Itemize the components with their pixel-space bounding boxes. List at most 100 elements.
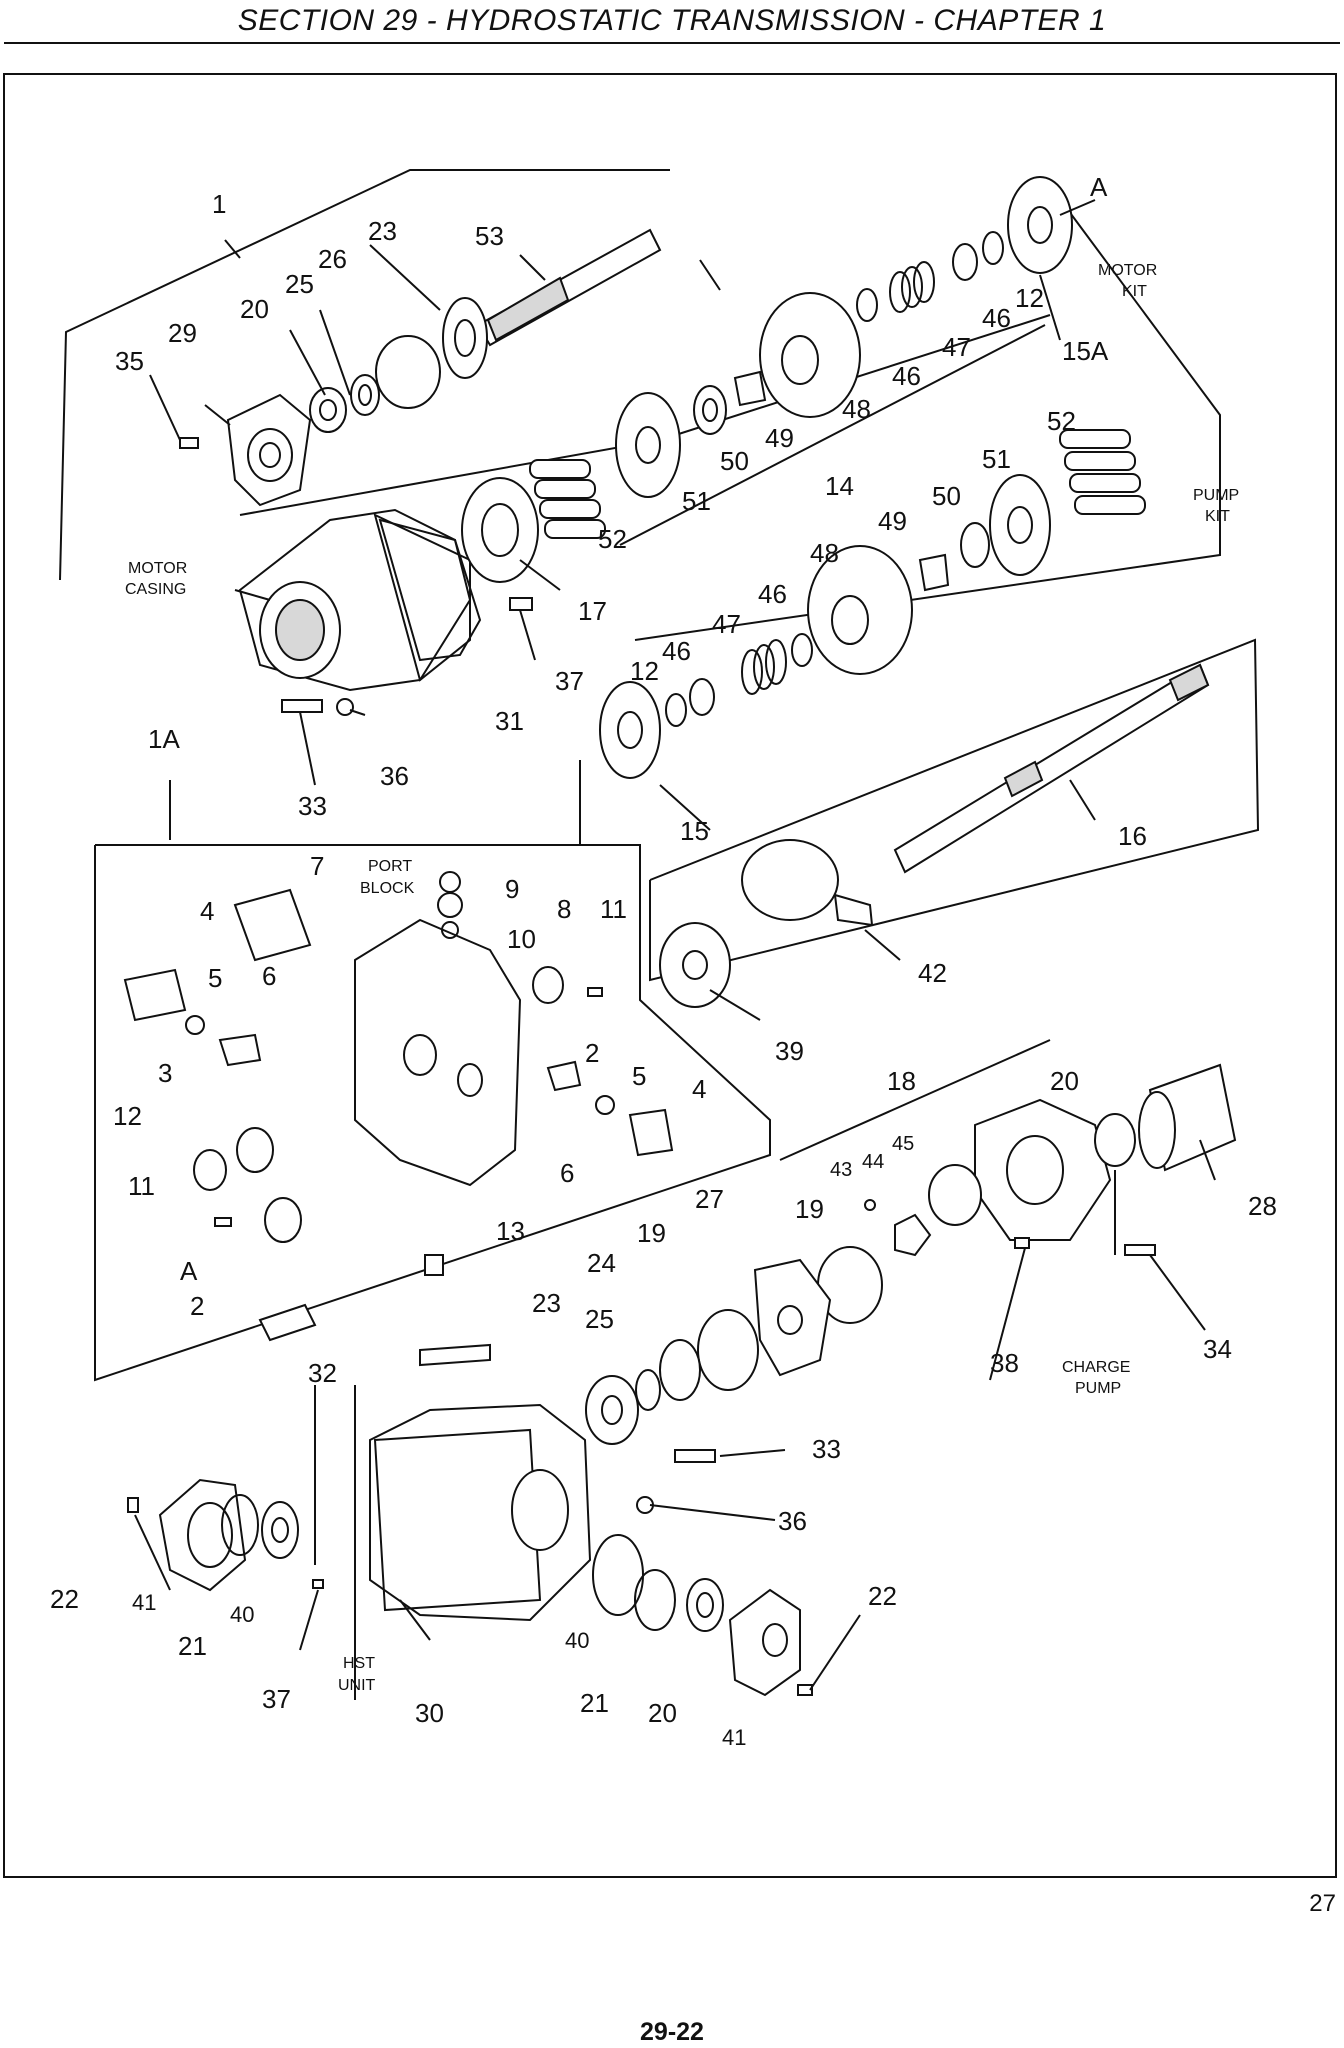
- washer-46: [791, 633, 813, 667]
- spring-6: [546, 1060, 582, 1092]
- callout: 53: [475, 221, 504, 251]
- callout: 37: [262, 1684, 291, 1714]
- trunnion-42: [741, 839, 874, 927]
- pin-49: [733, 370, 767, 407]
- motor-pistons-52: [529, 459, 606, 539]
- callout: 21: [178, 1631, 207, 1661]
- bearing-23: [585, 1375, 639, 1445]
- bearing-50: [693, 385, 727, 435]
- cylinder-block-48: [807, 545, 913, 675]
- seal-20: [1094, 1113, 1136, 1167]
- callout: 5: [632, 1061, 646, 1091]
- port-block-label: BLOCK: [360, 880, 415, 897]
- callout: A: [1090, 172, 1108, 202]
- figure-number: 27: [1309, 1890, 1336, 1917]
- cover-27: [753, 1258, 832, 1377]
- motor-kit-label: MOTOR: [1098, 262, 1157, 279]
- callout: 52: [598, 524, 627, 554]
- bracket-line: [59, 169, 670, 581]
- callout: 48: [810, 538, 839, 568]
- snap-ring-12: [193, 1149, 227, 1191]
- callout: 42: [918, 958, 947, 988]
- callout: 3: [158, 1058, 172, 1088]
- callout: 22: [50, 1584, 79, 1614]
- callout: 32: [308, 1358, 337, 1388]
- charge-pump-label: CHARGE: [1062, 1359, 1130, 1376]
- callout: 44: [862, 1151, 884, 1173]
- valve-plate-51: [615, 392, 681, 498]
- bolt-33: [281, 699, 323, 713]
- retainer-ring-26: [375, 335, 441, 409]
- exploded-view-diagram: 1 23 26 25 53 20 29 35 A 12 46 15A 47 46…: [50, 169, 1277, 1750]
- callout: 20: [240, 294, 269, 324]
- swash-plate-15a: [1007, 176, 1073, 274]
- spring-6: [218, 1033, 262, 1067]
- bolt-22: [127, 1497, 139, 1513]
- callout: 30: [415, 1698, 444, 1728]
- page-number: 29-22: [640, 2018, 704, 2046]
- seal-25: [635, 1369, 661, 1411]
- o-ring-21: [221, 1494, 259, 1556]
- callout: 1: [212, 189, 226, 219]
- fittings-32: [258, 1303, 317, 1342]
- callout: 6: [262, 961, 276, 991]
- callout: 19: [637, 1218, 666, 1248]
- swash-plate-17: [461, 477, 539, 583]
- callout: 40: [565, 1628, 589, 1653]
- washer-46: [856, 288, 878, 322]
- cylinder-block-48: [759, 292, 861, 418]
- callout: 10: [507, 924, 536, 954]
- seal-5: [185, 1015, 205, 1035]
- callout: 8: [557, 894, 571, 924]
- callout: 25: [585, 1304, 614, 1334]
- bushing-2: [532, 966, 564, 1004]
- callout: 31: [495, 706, 524, 736]
- callout: 52: [1047, 406, 1076, 436]
- callout: 18: [887, 1066, 916, 1096]
- seal-5: [595, 1095, 615, 1115]
- callout: 33: [812, 1434, 841, 1464]
- callout: 51: [982, 444, 1011, 474]
- charge-pump-housing: [974, 1098, 1112, 1241]
- pin-37: [312, 1579, 324, 1589]
- callout: 36: [380, 761, 409, 791]
- fitting-8: [437, 892, 463, 918]
- callout: 41: [722, 1725, 746, 1750]
- callout: A: [180, 1256, 198, 1286]
- callout: 2: [585, 1038, 599, 1068]
- cover-29: [226, 393, 312, 507]
- callout: 19: [795, 1194, 824, 1224]
- callout: 39: [775, 1036, 804, 1066]
- seal-25: [350, 374, 380, 416]
- gasket-31: [378, 518, 482, 662]
- callout: 26: [318, 244, 347, 274]
- washer-36: [336, 698, 354, 716]
- callout: 36: [778, 1506, 807, 1536]
- callout: 25: [285, 269, 314, 299]
- washer-39: [659, 922, 731, 1008]
- gerotor-45: [928, 1164, 982, 1226]
- callout: 22: [868, 1581, 897, 1611]
- page-header: SECTION 29 - HYDROSTATIC TRANSMISSION - …: [0, 0, 1344, 44]
- port-block-label: PORT: [368, 858, 412, 875]
- callout: 50: [932, 481, 961, 511]
- bracket-line: [634, 209, 1221, 641]
- pump-kit-label: PUMP: [1193, 487, 1239, 504]
- input-shaft-16: [893, 663, 1210, 874]
- callout: 20: [1050, 1066, 1079, 1096]
- motor-casing-label: MOTOR: [128, 560, 187, 577]
- callout: 17: [578, 596, 607, 626]
- callout: 34: [1203, 1334, 1232, 1364]
- callout: 11: [600, 894, 627, 924]
- spring-47: [741, 639, 787, 695]
- callout: 45: [892, 1133, 914, 1155]
- motor-shaft: [442, 228, 662, 379]
- cover-41: [728, 1588, 801, 1697]
- callout: 46: [892, 361, 921, 391]
- hst-unit-label: UNIT: [338, 1677, 376, 1694]
- pin-37: [509, 597, 533, 611]
- motor-casing: [238, 508, 472, 692]
- key-43: [864, 1199, 876, 1211]
- bracket-line: [649, 638, 1260, 982]
- figure-frame: [3, 73, 1337, 1878]
